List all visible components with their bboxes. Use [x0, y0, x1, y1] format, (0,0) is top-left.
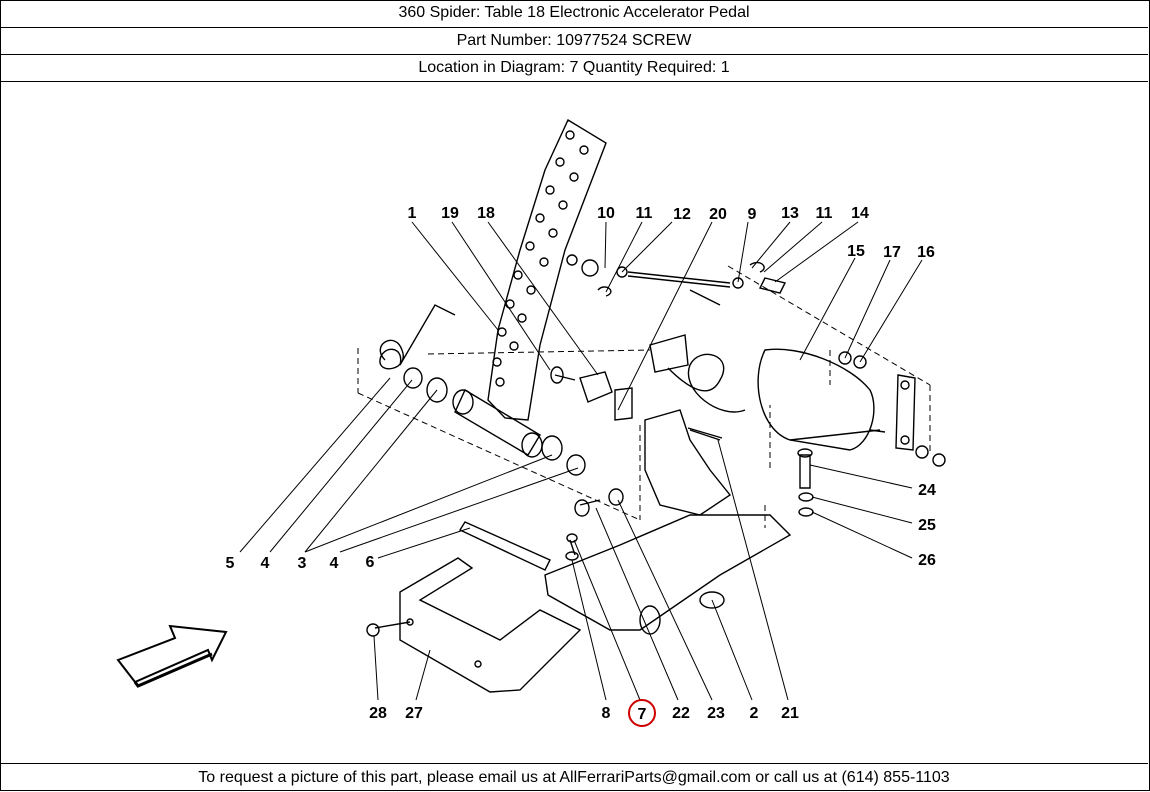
callout-labels: 1 19 18 10 11 12 20 9 13 11 14 15 17 16 … — [226, 205, 936, 727]
pedal-hub — [454, 388, 541, 456]
callout-22[interactable]: 22 — [672, 705, 690, 722]
callout-10[interactable]: 10 — [597, 205, 615, 222]
callout-11[interactable]: 11 — [636, 205, 653, 222]
callout-16[interactable]: 16 — [917, 244, 935, 261]
connector — [649, 334, 689, 373]
contact-footer: To request a picture of this part, pleas… — [0, 763, 1148, 790]
callout-7[interactable]: 7 — [638, 706, 647, 723]
callout-4[interactable]: 4 — [261, 555, 270, 572]
callout-15[interactable]: 15 — [847, 243, 865, 260]
callout-19[interactable]: 19 — [441, 205, 459, 222]
direction-arrow — [116, 624, 228, 684]
upright-bracket — [644, 409, 732, 516]
callout-25[interactable]: 25 — [918, 517, 936, 534]
callout-28[interactable]: 28 — [369, 705, 387, 722]
callout-21[interactable]: 21 — [781, 705, 799, 722]
callout-18[interactable]: 18 — [477, 205, 495, 222]
callout-27[interactable]: 27 — [405, 705, 423, 722]
page-title: 360 Spider: Table 18 Electronic Accelera… — [0, 0, 1148, 28]
callout-1[interactable]: 1 — [408, 205, 417, 222]
bushing-upper — [426, 377, 448, 403]
callout-20[interactable]: 20 — [709, 206, 727, 223]
base-frame — [544, 514, 792, 631]
pedal-plate — [487, 118, 607, 421]
side-plate — [895, 374, 916, 451]
callout-17[interactable]: 17 — [883, 244, 901, 261]
callout-14[interactable]: 14 — [851, 205, 869, 222]
location-quantity-line: Location in Diagram: 7 Quantity Required… — [0, 55, 1148, 82]
callout-2[interactable]: 2 — [750, 705, 759, 722]
callout-13[interactable]: 13 — [781, 205, 799, 222]
callout-8[interactable]: 8 — [602, 705, 611, 722]
callout-12[interactable]: 12 — [673, 206, 691, 223]
callout-23[interactable]: 23 — [707, 705, 725, 722]
callout-11-right[interactable]: 11 — [816, 205, 833, 222]
pedal-holes — [492, 130, 589, 387]
sensor-body — [757, 348, 875, 451]
diagram-drawing — [116, 118, 946, 701]
callout-3[interactable]: 3 — [298, 555, 307, 572]
washer-upper — [403, 367, 423, 389]
bushing-lower — [541, 435, 563, 461]
bolt-24 — [799, 454, 811, 489]
callout-9[interactable]: 9 — [748, 206, 757, 223]
callout-6[interactable]: 6 — [366, 554, 375, 571]
parts-diagram: 1 19 18 10 11 12 20 9 13 11 14 15 17 16 … — [0, 82, 1148, 762]
pedal-pin — [458, 521, 551, 571]
callout-4-second[interactable]: 4 — [330, 555, 339, 572]
part-number-line: Part Number: 10977524 SCREW — [0, 28, 1148, 55]
cover-plate — [399, 557, 582, 693]
callout-5[interactable]: 5 — [226, 555, 235, 572]
sensor-bracket — [579, 371, 613, 403]
highlight-ring — [628, 699, 656, 727]
callout-24[interactable]: 24 — [918, 482, 936, 499]
callout-26[interactable]: 26 — [918, 552, 936, 569]
return-spring — [379, 304, 456, 370]
washer-lower — [566, 454, 586, 476]
linkage-rod — [627, 271, 731, 284]
sensor-cable — [667, 353, 746, 413]
